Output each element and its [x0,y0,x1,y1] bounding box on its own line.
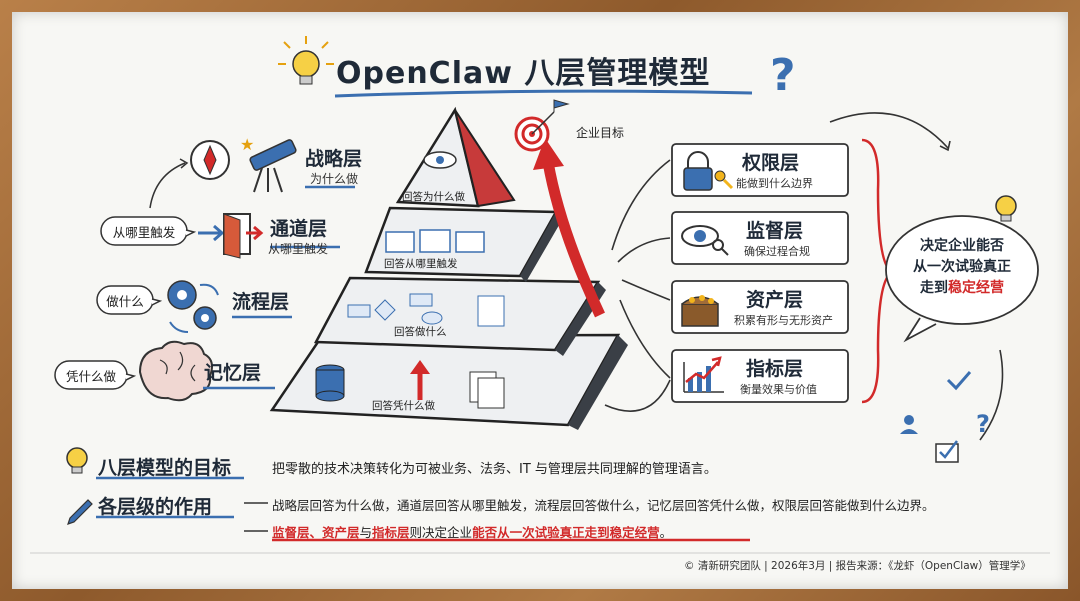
strategy-layer-title: 战略层 [305,144,362,171]
goal-line-3-prefix: 走到 [920,280,948,296]
goal-line-2: 从一次试验真正 [892,257,1032,278]
roles-dashes [244,503,268,531]
small-question-icon: ? [976,410,990,438]
layer-roles-line-2: 监督层、资产层与指标层则决定企业能否从一次试验真正走到稳定经营。 [272,522,672,541]
telescope-icon [249,139,297,192]
roles-l2-part5: 能否从一次试验真正走到稳定经营 [472,525,660,540]
asset-layer-desc: 积累有形与无形资产 [734,312,833,328]
lightbulb-icon-right [996,196,1016,221]
channel-layer-question: 从哪里触发 [268,240,328,257]
asset-layer-title: 资产层 [746,285,803,312]
door-icon [198,214,261,258]
user-icon [900,415,918,434]
arrow-to-supervision [618,238,670,262]
star-icon: ★ [240,135,254,154]
enterprise-target-label: 企业目标 [576,124,624,141]
goal-line-1: 决定企业能否 [892,236,1032,257]
title-lightbulb-icon [278,36,334,84]
pyramid-tier-3-label: 回答做什么 [394,324,447,339]
pyramid-tier-1-label: 回答为什么做 [402,189,465,204]
model-goal-heading: 八层模型的目标 [98,453,231,480]
pyramid-tier-4-label: 回答凭什么做 [372,398,435,413]
model-goal-text: 把零散的技术决策转化为可被业务、法务、IT 与管理层共同理解的管理语言。 [272,458,717,477]
curved-arrow-top-right [830,113,948,148]
roles-l2-part1: 监督层、资产层 [272,525,360,540]
treasure-chest-icon [682,295,718,326]
roles-l2-part6: 。 [660,525,673,540]
roles-l2-part3: 指标层 [372,525,410,540]
arrow-back-to-pyramid [605,380,670,411]
strategy-layer-question: 为什么做 [310,170,358,187]
gears-icon [168,281,218,332]
supervision-layer-title: 监督层 [746,216,803,243]
roles-l2-part4: 则决定企业 [410,525,473,540]
goal-line-3: 走到稳定经营 [892,278,1032,299]
roles-l2-part2: 与 [360,525,373,540]
question-mark-icon: ? [770,50,796,101]
arrow-to-strategy [150,163,185,208]
database-icon [316,365,344,401]
target-icon [516,100,568,150]
footer-credit: © 清新研究团队 | 2026年3月 | 报告来源：《龙虾（OpenClaw）管… [684,558,1031,573]
what-bubble-text: 做什么 [97,291,153,310]
arrow-to-permission [612,160,670,250]
check-icon [948,372,970,388]
arrow-to-metric [620,300,670,378]
brain-icon [140,342,212,401]
layer-roles-heading: 各层级的作用 [98,492,212,519]
goal-bubble-text: 决定企业能否 从一次试验真正 走到稳定经营 [892,236,1032,299]
trigger-bubble-text: 从哪里触发 [101,222,187,241]
memory-layer-title: 记忆层 [204,358,261,385]
process-layer-title: 流程层 [232,287,289,314]
permission-layer-title: 权限层 [742,148,799,175]
metric-layer-title: 指标层 [746,354,803,381]
bottom-lightbulb-icon [67,448,87,473]
layer-roles-line-1: 战略层回答为什么做，通道层回答从哪里触发，流程层回答做什么，记忆层回答凭什么做，… [272,495,935,514]
channel-layer-title: 通道层 [270,214,327,241]
pen-icon [68,500,92,524]
compass-icon [191,141,229,179]
supervision-layer-desc: 确保过程合规 [744,243,810,259]
metric-layer-desc: 衡量效果与价值 [740,381,817,397]
permission-layer-desc: 能做到什么边界 [736,175,813,191]
pyramid-tier-2-label: 回答从哪里触发 [384,256,458,271]
page-title: OpenClaw 八层管理模型 [336,48,710,92]
goal-highlight: 稳定经营 [948,280,1004,296]
arrow-to-asset [622,280,670,300]
basis-bubble-text: 凭什么做 [55,366,127,385]
